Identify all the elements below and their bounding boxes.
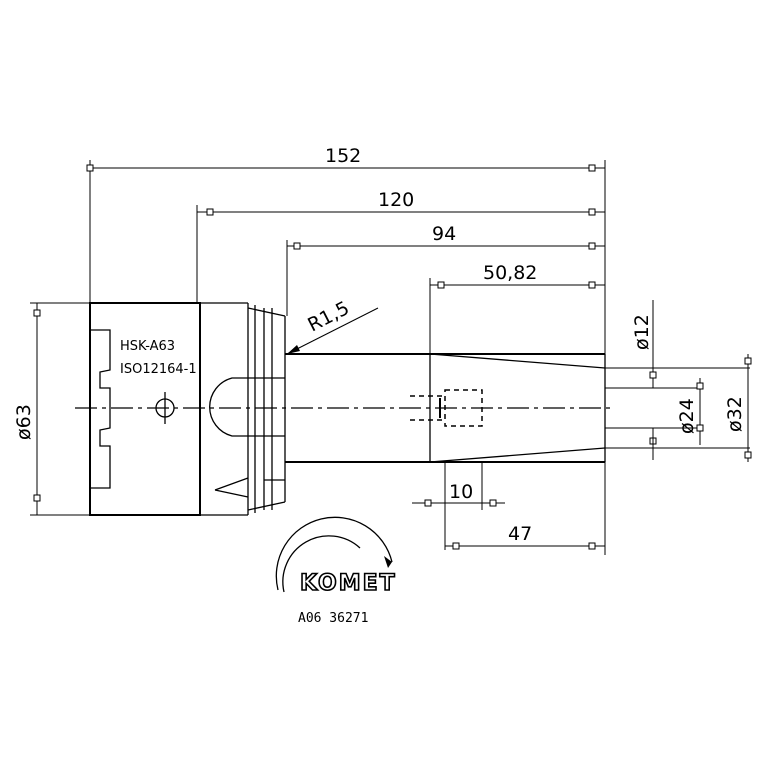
dim-dia-63: ø63 [13,404,35,440]
dim-120: 120 [378,189,414,211]
interface-label: HSK-A63 [120,339,175,354]
diameter-lines [30,300,752,516]
dimension-lines [86,160,606,555]
komet-logo: KOMET [275,516,397,597]
flange-body [89,302,286,516]
radius-leader [286,307,379,355]
logo-brand: KOMET [300,571,397,596]
dim-dia-24: ø24 [676,398,698,434]
dim-47: 47 [508,523,532,545]
dim-50-82: 50,82 [483,262,537,284]
article-code: A06 36271 [298,611,368,626]
dim-dia-32: ø32 [724,396,746,432]
dim-10: 10 [449,481,473,503]
dim-94: 94 [432,223,456,245]
dim-dia-12: ø12 [631,314,653,350]
dim-152: 152 [325,145,361,167]
standard-label: ISO12164-1 [120,362,197,377]
dim-r1-5: R1,5 [304,297,353,336]
